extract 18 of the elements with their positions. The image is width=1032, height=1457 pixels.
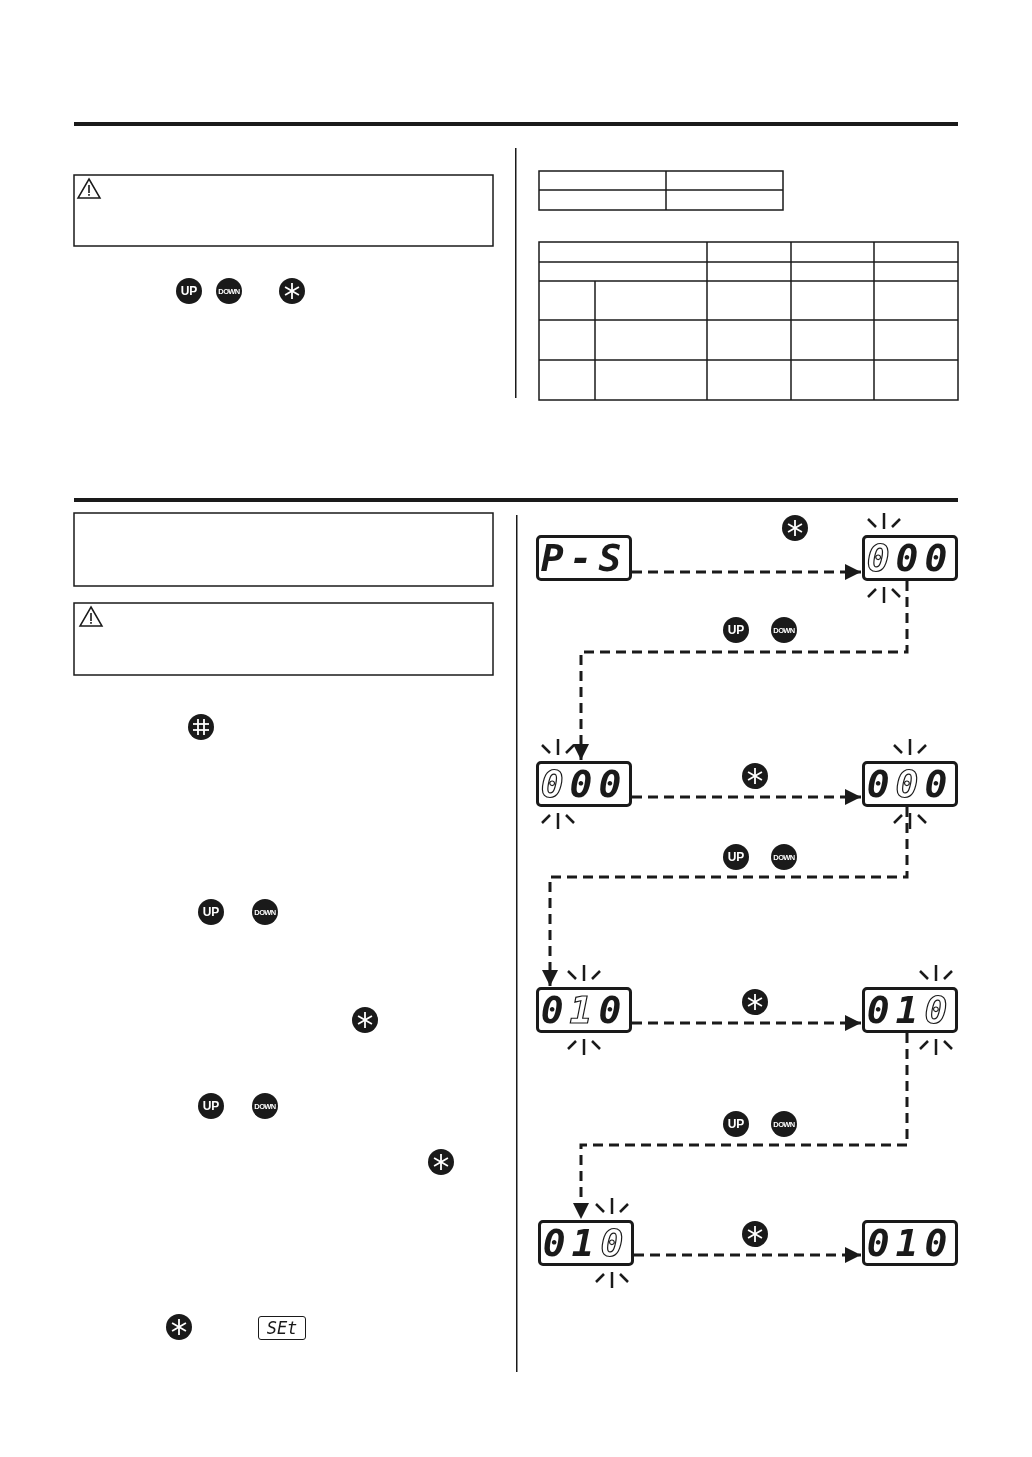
key-symbol: UP (723, 1111, 749, 1137)
display-readout: 000 (866, 765, 954, 803)
display-readout: 000 (540, 765, 628, 803)
dashed-arrow (634, 1247, 861, 1263)
dashed-arrow (632, 1015, 861, 1031)
display-symbol: SEt (258, 1316, 306, 1340)
display-readout: P-S (540, 539, 628, 577)
dashed-arrow (542, 807, 909, 986)
key-symbol: UP (198, 899, 224, 925)
key-symbol: UP (723, 844, 749, 870)
display-readout: 000 (866, 539, 954, 577)
key-symbol: UP (198, 1093, 224, 1119)
dashed-arrow (632, 564, 861, 580)
dashed-arrow (573, 581, 909, 760)
key-symbol: UP (176, 278, 202, 304)
key-symbol: UP (723, 617, 749, 643)
dashed-arrow (573, 1033, 909, 1219)
dashed-arrow (632, 789, 861, 805)
